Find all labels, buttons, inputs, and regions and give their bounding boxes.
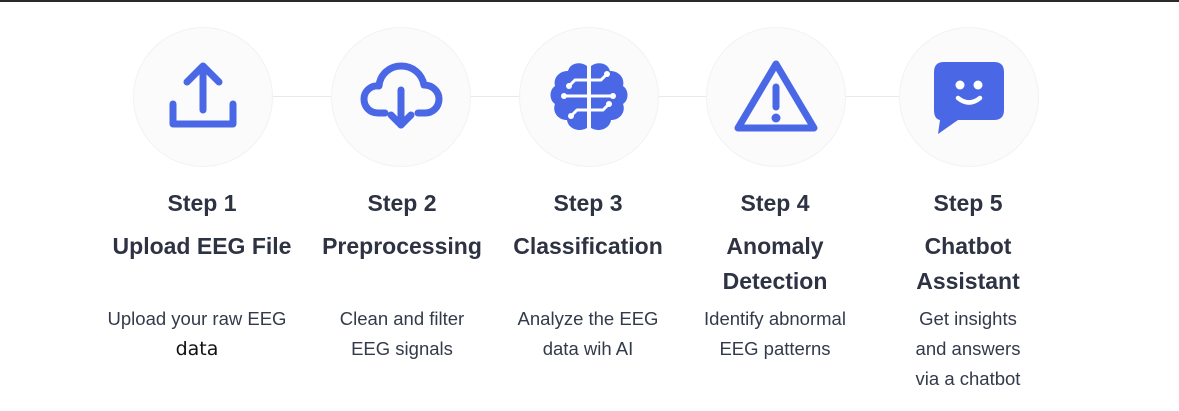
step-number: Step 1 [167, 190, 237, 216]
step-icon-circle [520, 28, 658, 166]
step-icon-circle [332, 28, 470, 166]
step-description-emphasis: data [175, 338, 219, 360]
step-description: Get insights and answers via a chatbot [915, 308, 1021, 389]
step-title: Chatbot Assistant [916, 233, 1020, 294]
step-icon-circle [707, 28, 845, 166]
step-number: Step 5 [933, 190, 1003, 216]
step-icon-circle [900, 28, 1038, 166]
warning-icon [731, 52, 821, 142]
step-description: Identify abnormal EEG patterns [704, 308, 846, 359]
step-icon-circle [134, 28, 272, 166]
step-title: Upload EEG File [112, 233, 292, 259]
connector-line [656, 96, 708, 97]
step-title: Preprocessing [322, 233, 482, 259]
brain-circuit-icon [544, 52, 634, 142]
upload-icon [158, 52, 248, 142]
step-title: Anomaly Detection [722, 233, 828, 294]
step-number: Step 2 [367, 190, 437, 216]
cloud-download-icon [356, 52, 446, 142]
step-title: Classification [513, 233, 663, 259]
step-description: Clean and filter EEG signals [339, 308, 465, 359]
chatbot-icon [924, 52, 1014, 142]
step-description: Upload your raw EEG data [97, 304, 297, 364]
top-border [0, 0, 1179, 2]
step-number: Step 4 [740, 190, 810, 216]
connector-line [470, 96, 520, 97]
connector-line [272, 96, 334, 97]
connector-line [844, 96, 902, 97]
step-description-text: Upload your raw EEG [107, 308, 287, 329]
step-description: Analyze the EEG data wih AI [517, 308, 659, 359]
step-number: Step 3 [553, 190, 623, 216]
